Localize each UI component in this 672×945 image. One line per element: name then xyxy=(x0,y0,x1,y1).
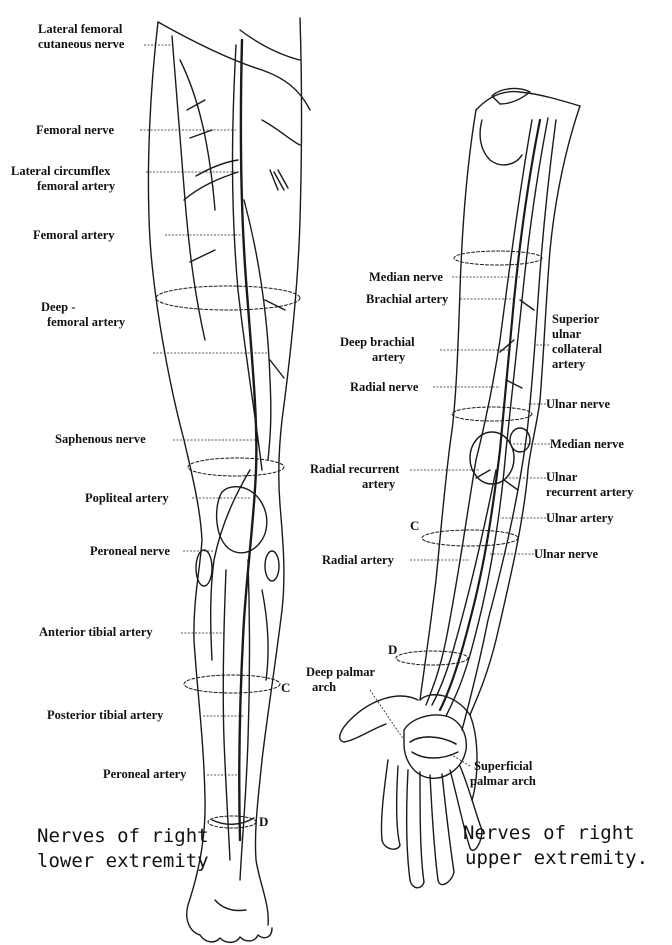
caption-lower-extremity: Nerves of right lower extremity xyxy=(37,824,209,874)
caption-upper-extremity: Nerves of right upper extremity. xyxy=(463,821,648,871)
